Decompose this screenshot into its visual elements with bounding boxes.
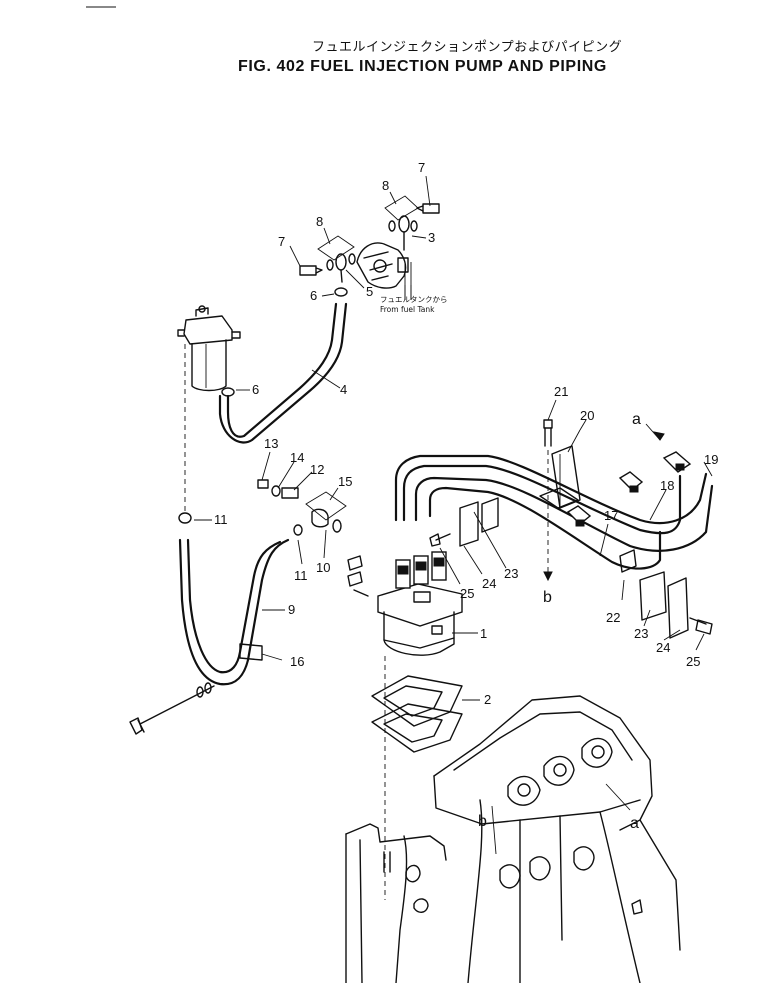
leader-25-right — [695, 633, 705, 651]
fuel-hose-4-outer — [226, 302, 338, 438]
callout-13: 13 — [264, 436, 278, 451]
gasket-group-frame-lower — [317, 235, 355, 261]
arrow-b-top — [543, 571, 553, 582]
delivery-valve-nuts — [347, 555, 363, 587]
callout-16: 16 — [290, 654, 304, 669]
from-tank-leader — [404, 285, 412, 300]
callout-23-right: 23 — [634, 626, 648, 641]
leader-11-right — [297, 539, 303, 565]
callout-7-right: 7 — [418, 160, 425, 175]
callout-1: 1 — [480, 626, 487, 641]
callout-11-right: 11 — [294, 568, 308, 583]
leader-7-left — [289, 245, 301, 267]
callout-9: 9 — [288, 602, 295, 617]
label-a-bottom: a — [630, 815, 639, 832]
fuel-hose-9-outer — [178, 538, 290, 686]
fuel-filter — [177, 305, 241, 392]
leader-14 — [277, 461, 295, 489]
pipe-clamp-right — [619, 549, 713, 639]
leader-b-bottom — [491, 805, 497, 855]
gasket-2-lower — [371, 703, 463, 753]
hose-clamp-11-left — [178, 512, 192, 524]
callout-17: 17 — [604, 508, 618, 523]
callout-7-left: 7 — [278, 234, 285, 249]
leader-23-mid — [473, 511, 507, 569]
banjo-fitting-pump-inlet — [257, 479, 347, 536]
pipe-clamp-mid — [429, 497, 499, 547]
hose-clamp-6 — [221, 387, 235, 397]
callout-15: 15 — [338, 474, 352, 489]
label-a-top: a — [632, 411, 641, 428]
leader-25-mid — [439, 547, 461, 585]
callout-6: 6 — [252, 382, 259, 397]
leader-8-right — [389, 191, 397, 205]
leader-18 — [649, 489, 667, 521]
from-tank-note: From fuel Tank — [380, 305, 435, 314]
gasket-2-upper-hole — [383, 685, 443, 717]
long-bolt — [129, 682, 215, 735]
leader-13 — [261, 451, 271, 481]
callout-5: 5 — [366, 284, 373, 299]
from-tank-note-jp: フュエルタンクから — [380, 295, 448, 304]
leader-19 — [703, 461, 713, 477]
pipe-bracket-20 — [539, 429, 581, 509]
leader-7-right — [425, 175, 431, 207]
figure-title-japanese: フュエルインジェクションポンプおよびパイピング — [312, 40, 623, 55]
banjo-bolt-lower — [299, 253, 356, 283]
callout-11-left: 11 — [214, 512, 228, 527]
callout-20: 20 — [580, 408, 594, 423]
callout-8-left: 8 — [316, 214, 323, 229]
leader-23-right — [643, 609, 651, 627]
callout-6-top: 6 — [310, 288, 317, 303]
leader-17 — [599, 523, 609, 557]
arrow-a-top — [652, 431, 665, 441]
hose-clamp-top — [334, 287, 348, 297]
callout-4: 4 — [340, 382, 347, 397]
leader-21 — [547, 399, 557, 421]
label-b-bottom: b — [478, 813, 487, 830]
leader-4 — [311, 369, 341, 389]
callout-23-mid: 23 — [504, 566, 518, 581]
callout-24-mid: 24 — [482, 576, 496, 591]
callout-12: 12 — [310, 462, 324, 477]
leader-24-mid — [463, 545, 483, 575]
callout-3: 3 — [428, 230, 435, 245]
leader-12 — [293, 471, 313, 491]
fuel-hose-9-inner — [186, 538, 282, 674]
callout-25-right: 25 — [686, 654, 700, 669]
gasket-group-frame-upper — [384, 195, 419, 221]
callout-22: 22 — [606, 610, 620, 625]
engine-block — [345, 695, 681, 983]
callout-18: 18 — [660, 478, 674, 493]
leader-20 — [579, 419, 587, 431]
leader-8-left — [323, 227, 331, 245]
callout-19: 19 — [704, 452, 718, 467]
label-b-top: b — [543, 589, 552, 606]
callout-10: 10 — [316, 560, 330, 575]
callout-8-right: 8 — [382, 178, 389, 193]
callout-2: 2 — [484, 692, 491, 707]
leader-6-top — [321, 293, 335, 297]
gasket-2-lower-hole — [383, 713, 443, 743]
leader-5 — [345, 269, 365, 289]
leader-3 — [411, 235, 427, 239]
leader-16 — [261, 653, 283, 661]
fuel-hose-4-inner — [218, 302, 348, 444]
injection-pump — [353, 551, 463, 656]
callout-24-right: 24 — [656, 640, 670, 655]
leader-15 — [329, 487, 339, 501]
figure-title: FIG. 402 FUEL INJECTION PUMP AND PIPING — [238, 58, 607, 75]
leader-24-right — [663, 629, 681, 641]
bolt-21 — [543, 419, 553, 447]
leader-a-bottom — [605, 783, 631, 811]
hose-clip-16 — [239, 643, 263, 661]
callout-25-mid: 25 — [460, 586, 474, 601]
callout-14: 14 — [290, 450, 304, 465]
leader-10 — [323, 529, 327, 559]
callout-21: 21 — [554, 384, 568, 399]
gasket-2-upper — [371, 675, 463, 727]
